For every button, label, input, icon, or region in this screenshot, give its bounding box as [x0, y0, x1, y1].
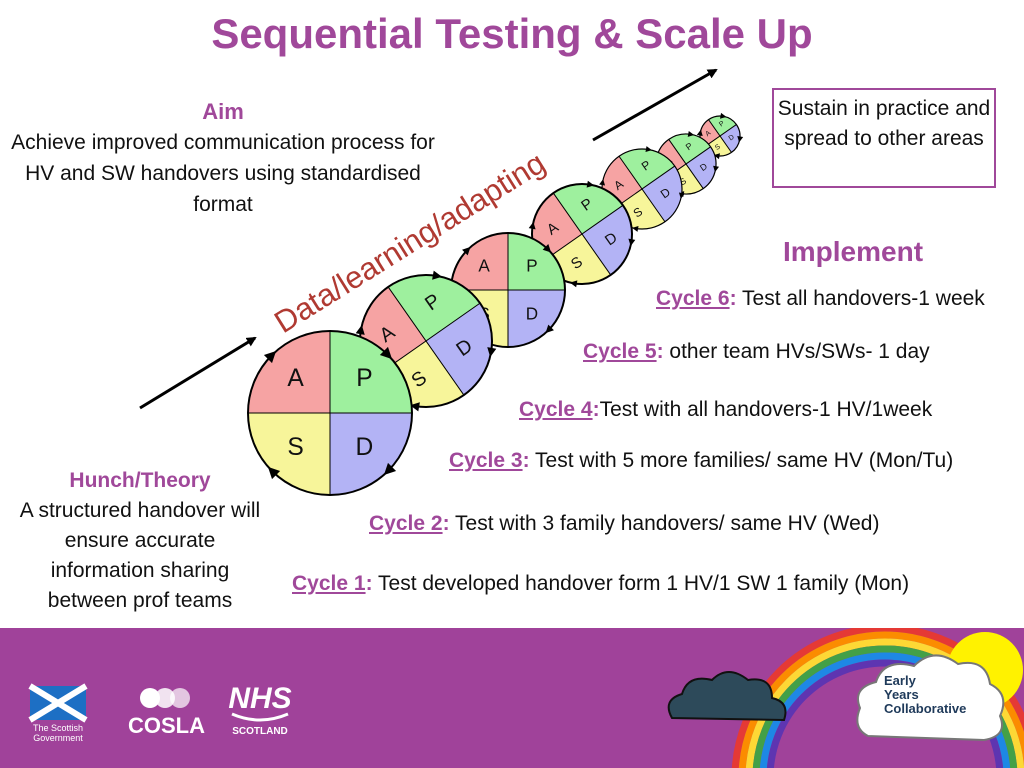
- cycle-3-row: Cycle 3: Test with 5 more families/ same…: [449, 449, 953, 473]
- cycle-4-row: Cycle 4:Test with all handovers-1 HV/1we…: [519, 398, 932, 422]
- cycle-5-row: Cycle 5: other team HVs/SWs- 1 day: [583, 340, 930, 364]
- cycle-5-label: Cycle 5: [583, 340, 657, 363]
- cycle-2-text: Test with 3 family handovers/ same HV (W…: [450, 512, 880, 535]
- cycle-4-label: Cycle 4: [519, 398, 593, 421]
- cycle-3-label: Cycle 3: [449, 449, 523, 472]
- footer-graphics: [0, 628, 1024, 768]
- cycle-2-label: Cycle 2: [369, 512, 443, 535]
- pdsa-letter-d: D: [526, 304, 538, 323]
- cosla-icon: [140, 688, 190, 708]
- scottish-gov-logo-text: The Scottish Government: [22, 723, 94, 743]
- eyc-line-3: Collaborative: [884, 702, 994, 716]
- nhs-scotland-text: SCOTLAND: [222, 726, 298, 737]
- eyc-line-1: Early: [884, 674, 994, 688]
- pdsa-letter-s: S: [287, 434, 303, 461]
- cycle-3-text: Test with 5 more families/ same HV (Mon/…: [530, 449, 954, 472]
- nhs-logo-text: NHS: [226, 682, 294, 716]
- cycle-6-label: Cycle 6: [656, 287, 730, 310]
- pdsa-letter-d: D: [356, 434, 374, 461]
- cycle-1-text: Test developed handover form 1 HV/1 SW 1…: [373, 572, 910, 595]
- cycle-6-text: Test all handovers-1 week: [737, 287, 985, 310]
- eyc-logo-text: Early Years Collaborative: [884, 674, 994, 716]
- saltire-icon: [30, 686, 86, 720]
- cycle-1-label: Cycle 1: [292, 572, 366, 595]
- cosla-logo-text: COSLA: [128, 713, 202, 739]
- lower-arrow: [140, 338, 255, 408]
- cycle-5-text: other team HVs/SWs- 1 day: [664, 340, 930, 363]
- cycle-2-row: Cycle 2: Test with 3 family handovers/ s…: [369, 512, 879, 536]
- eyc-line-2: Years: [884, 688, 994, 702]
- pdsa-circle-1: A P D S: [248, 331, 412, 495]
- cycle-4-text: Test with all handovers-1 HV/1week: [600, 398, 933, 421]
- upper-arrow: [593, 70, 716, 140]
- pdsa-letter-a: A: [478, 257, 490, 276]
- footer-band: The Scottish Government COSLA NHS SCOTLA…: [0, 628, 1024, 768]
- cycle-6-row: Cycle 6: Test all handovers-1 week: [656, 287, 985, 311]
- pdsa-letter-a: A: [287, 365, 304, 392]
- pdsa-letter-p: P: [356, 365, 372, 392]
- cycle-1-row: Cycle 1: Test developed handover form 1 …: [292, 572, 909, 596]
- pdsa-letter-p: P: [526, 257, 537, 276]
